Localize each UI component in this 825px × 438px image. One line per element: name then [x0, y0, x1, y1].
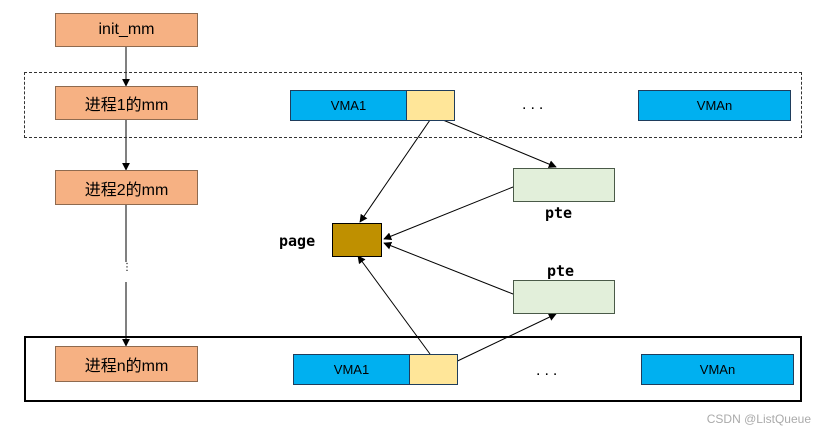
watermark: CSDN @ListQueue	[706, 412, 811, 426]
process1-group-frame	[24, 72, 802, 138]
vma1-bottom-entry	[409, 354, 458, 385]
processn-mm-box: 进程n的mm	[55, 346, 198, 382]
arrow-pte2-to-page	[383, 241, 514, 295]
page-label: page	[279, 232, 316, 250]
pte-label-bottom: pte	[547, 262, 575, 280]
vman-top: VMAn	[638, 90, 791, 121]
processn-group-frame	[24, 336, 802, 402]
arrow-pte1-to-page	[383, 186, 514, 241]
page-box	[332, 223, 382, 257]
process2-mm-label: 进程2的mm	[84, 181, 169, 199]
vma1-bottom-label: VMA1	[333, 362, 370, 377]
pte-box-bottom	[513, 280, 615, 314]
vma1-top-entry	[406, 90, 455, 121]
vma1-top-label: VMA1	[330, 98, 367, 113]
vman-bottom: VMAn	[641, 354, 794, 385]
process2-mm-box: 进程2的mm	[55, 170, 198, 205]
ellipsis-top: ...	[522, 96, 548, 113]
processn-mm-label: 进程n的mm	[84, 358, 169, 375]
vman-bottom-label: VMAn	[699, 362, 736, 377]
vma1-bottom: VMA1	[293, 354, 410, 385]
pte-box-top	[513, 168, 615, 202]
vertical-ellipsis: ⋮	[122, 262, 132, 273]
pte-label-top: pte	[545, 204, 573, 222]
init-mm-label: init_mm	[98, 21, 155, 38]
vman-top-label: VMAn	[696, 98, 733, 113]
ellipsis-bottom: ...	[536, 362, 562, 379]
init-mm-box: init_mm	[55, 13, 198, 47]
arrow-vma1bottom-to-pte	[446, 313, 557, 367]
process1-mm-label: 进程1的mm	[84, 97, 169, 114]
vma1-top: VMA1	[290, 90, 407, 121]
process1-mm-box: 进程1的mm	[55, 86, 198, 120]
arrow-vma1top-to-pte	[442, 119, 557, 168]
